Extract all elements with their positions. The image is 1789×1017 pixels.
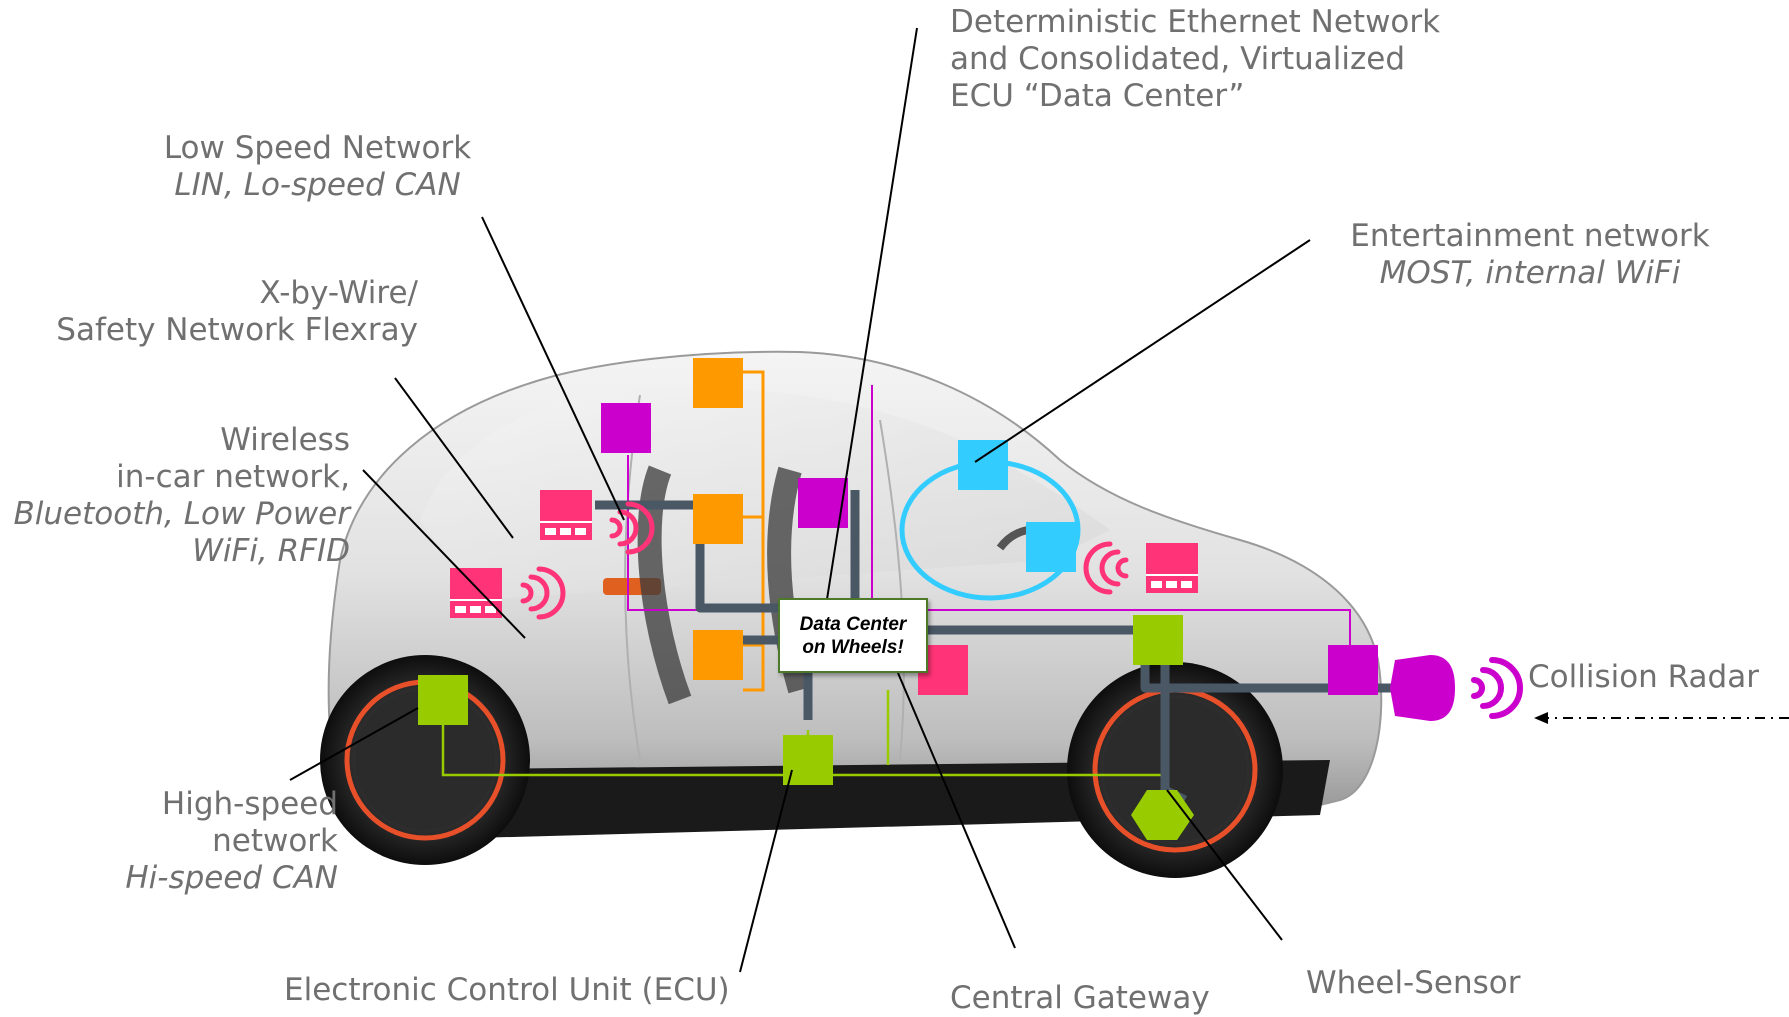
car-glass [420, 386, 1110, 600]
callout-low-speed [481, 216, 625, 521]
car-door-line-rear [879, 419, 905, 761]
callout-high-speed [289, 707, 419, 781]
signal-wave-icon [520, 566, 566, 620]
wireless-device-mid [540, 490, 592, 540]
label-title: Low Speed Network [163, 130, 472, 166]
rear-wheel [1067, 662, 1283, 878]
callout-ethernet [824, 27, 918, 613]
wireless-device-left [450, 568, 502, 618]
cyan-ecu-top [958, 440, 1008, 490]
label-subtitle: Hi-speed CAN [125, 860, 338, 896]
ecu-nodes [418, 358, 1455, 840]
label-line: X-by-Wire/ [259, 275, 418, 311]
purple-ecu-rear [1328, 645, 1378, 695]
radar-unit [1390, 655, 1455, 721]
callout-xbywire [394, 377, 514, 539]
label-title: Entertainment network [1350, 218, 1710, 254]
data-center-box: Data Center on Wheels! [778, 598, 928, 673]
seat-back [637, 465, 692, 705]
label-line: ECU “Data Center” [950, 78, 1245, 114]
callout-gateway [897, 672, 1016, 949]
green-ecu-gateway [1133, 615, 1183, 665]
signal-wave-icon [1471, 657, 1523, 719]
label-line: Safety Network Flexray [56, 312, 418, 348]
data-center-line-2: on Wheels! [802, 636, 904, 658]
signal-wave-icons [520, 501, 1523, 719]
callout-ecu [739, 769, 793, 973]
label-high-speed-network: High-speed network Hi-speed CAN [100, 786, 338, 897]
label-xbywire-network: X-by-Wire/ Safety Network Flexray [40, 275, 418, 349]
label-subtitle: LIN, Lo-speed CAN [174, 167, 461, 203]
label-entertainment-network: Entertainment network MOST, internal WiF… [1340, 218, 1720, 292]
label-line: and Consolidated, Virtualized [950, 41, 1405, 77]
wireless-device-right [1146, 543, 1198, 593]
label-ecu: Electronic Control Unit (ECU) [284, 972, 730, 1008]
purple-ecu-seat [798, 478, 848, 528]
callout-wireless [362, 469, 526, 639]
green-wheel-sensor [1131, 790, 1194, 840]
label-wireless-network: Wireless in-car network, Bluetooth, Low … [10, 422, 350, 570]
label-wheel-sensor: Wheel-Sensor [1306, 965, 1521, 1001]
label-line: High-speed [161, 786, 338, 822]
label-subtitle: Bluetooth, Low Power [13, 496, 350, 532]
orange-ecu-top [693, 358, 743, 408]
radar-arrow [1534, 712, 1789, 724]
signal-wave-icon [609, 501, 655, 555]
label-low-speed-network: Low Speed Network LIN, Lo-speed CAN [160, 130, 475, 204]
callout-lines [289, 27, 1311, 973]
purple-wire [627, 385, 1351, 650]
label-ethernet-network: Deterministic Ethernet Network and Conso… [950, 4, 1440, 115]
purple-ecu-left [601, 403, 651, 453]
label-line: in-car network, [116, 459, 350, 495]
signal-wave-icon [1083, 541, 1129, 595]
label-collision-radar: Collision Radar [1528, 659, 1759, 695]
data-center-line-1: Data Center [799, 613, 907, 635]
label-central-gateway: Central Gateway [950, 980, 1210, 1016]
callout-wheel [1166, 789, 1283, 941]
orange-ecu-mid [693, 494, 743, 544]
cyan-ecu-right [1026, 522, 1076, 572]
label-line: Deterministic Ethernet Network [950, 4, 1441, 40]
callout-entertainment [974, 239, 1311, 463]
wireless-devices [450, 490, 1198, 618]
label-subtitle: WiFi, RFID [192, 533, 350, 569]
label-subtitle: MOST, internal WiFi [1379, 255, 1681, 291]
green-ecu-bottom [783, 735, 833, 785]
orange-ecu-low [693, 630, 743, 680]
label-line: network [212, 823, 338, 859]
label-line: Wireless [220, 422, 350, 458]
orange-wire [743, 370, 765, 692]
green-ecu-front [418, 675, 468, 725]
